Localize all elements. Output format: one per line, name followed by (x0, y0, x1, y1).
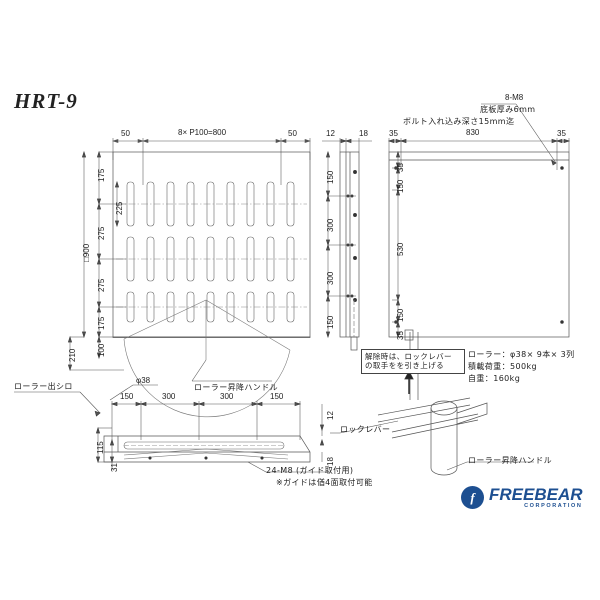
dim-side-300-upper: 300 (326, 218, 335, 232)
page-title: HRT-9 (14, 89, 78, 113)
freebear-mark-icon: f (461, 486, 484, 510)
dim-side-150-top: 150 (326, 170, 335, 184)
release-note-line2: の取手をを引き上げる (365, 361, 444, 371)
dim-side-150-bottom: 150 (326, 315, 335, 329)
dim-rear-530: 530 (396, 242, 405, 256)
dim-100: 100 (97, 343, 106, 357)
dim-175-lower: 175 (97, 316, 106, 330)
dim-rear-150-bottom: 150 (396, 308, 405, 322)
note-8-m8: 8-M8 (505, 93, 524, 102)
dim-front-150-left: 150 (120, 392, 134, 401)
release-note-line1: 解除時は、ロックレバー (365, 352, 452, 361)
dim-pitch-total: 8× P100=800 (178, 128, 227, 137)
dim-rear-150-top: 150 (396, 179, 405, 193)
dim-side-18: 18 (359, 129, 368, 138)
logo-wordmark: FREEBEAR (489, 485, 583, 504)
label-roller-lift-handle: ローラー昇降ハンドル (468, 456, 552, 465)
dim-top-left-50: 50 (121, 129, 130, 138)
release-note-box: 解除時は、ロックレバー の取手をを引き上げる (361, 349, 465, 374)
note-24-m8-guide: 24-M8 (ガイド取付用) (266, 466, 354, 475)
dim-rear-35-right: 35 (557, 129, 566, 138)
dim-roller-diameter: φ38 (136, 376, 151, 385)
label-roller-stroke: ローラー出シロ (14, 382, 73, 391)
dim-rear-35-top: 35 (396, 163, 405, 172)
dim-front-115: 115 (96, 441, 105, 454)
dim-rear-35-left: 35 (389, 129, 398, 138)
dim-side-300-lower: 300 (326, 271, 335, 285)
dim-rear-35-bottom: 35 (396, 331, 405, 340)
dim-front-18: 18 (326, 457, 335, 466)
dim-top-right-50: 50 (288, 129, 297, 138)
note-guide-mounting: ※ガイドは偤4面取付可能 (276, 478, 373, 487)
dim-slot-225: 225 (115, 201, 124, 215)
label-roller-lift-handle-top: ローラー昇降ハンドル (194, 383, 278, 392)
dim-175-upper: 175 (97, 168, 106, 182)
note-bolt-depth: ボルト入れ込み深さ15mm迄 (403, 117, 515, 126)
dim-side-12: 12 (326, 129, 335, 138)
dim-overall-900: □900 (82, 243, 91, 262)
label-lock-lever: ロックレバー (340, 425, 391, 434)
dim-rear-830: 830 (466, 128, 480, 137)
dim-front-31: 31 (110, 463, 119, 472)
spec-roller: ローラー：φ38× 9本× 3列 (468, 350, 575, 359)
dim-front-12: 12 (326, 411, 335, 420)
dim-front-150-right: 150 (270, 392, 284, 401)
freebear-logo: f FREEBEAR CORPORATION (461, 486, 583, 510)
dim-275-upper: 275 (97, 226, 106, 240)
dim-210: 210 (68, 348, 77, 362)
dim-front-300-left: 300 (162, 392, 176, 401)
dim-front-300-right: 300 (220, 392, 234, 401)
dim-275-lower: 275 (97, 278, 106, 292)
spec-block: ローラー：φ38× 9本× 3列 積載荷重：500kg 自重：160kg (468, 350, 575, 384)
logo-subtext: CORPORATION (524, 503, 583, 509)
spec-weight: 自重：160kg (468, 374, 521, 383)
spec-load: 積載荷重：500kg (468, 362, 537, 371)
note-base-plate-thickness: 底板厚み6mm (480, 105, 536, 114)
logo-glyph: f (470, 490, 475, 506)
